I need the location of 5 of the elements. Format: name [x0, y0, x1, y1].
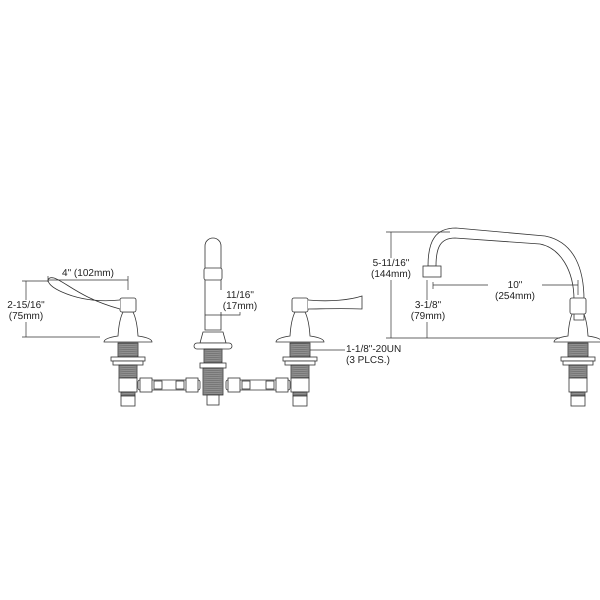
dimension-label: 4" (102mm)	[62, 268, 114, 279]
dimension-label: 3-1/8" (79mm)	[410, 300, 446, 322]
threaded-shank-drawing	[290, 342, 310, 358]
dimension-label: 10" (254mm)	[488, 280, 542, 302]
dimension-label: 11/16" (17mm)	[220, 290, 260, 312]
